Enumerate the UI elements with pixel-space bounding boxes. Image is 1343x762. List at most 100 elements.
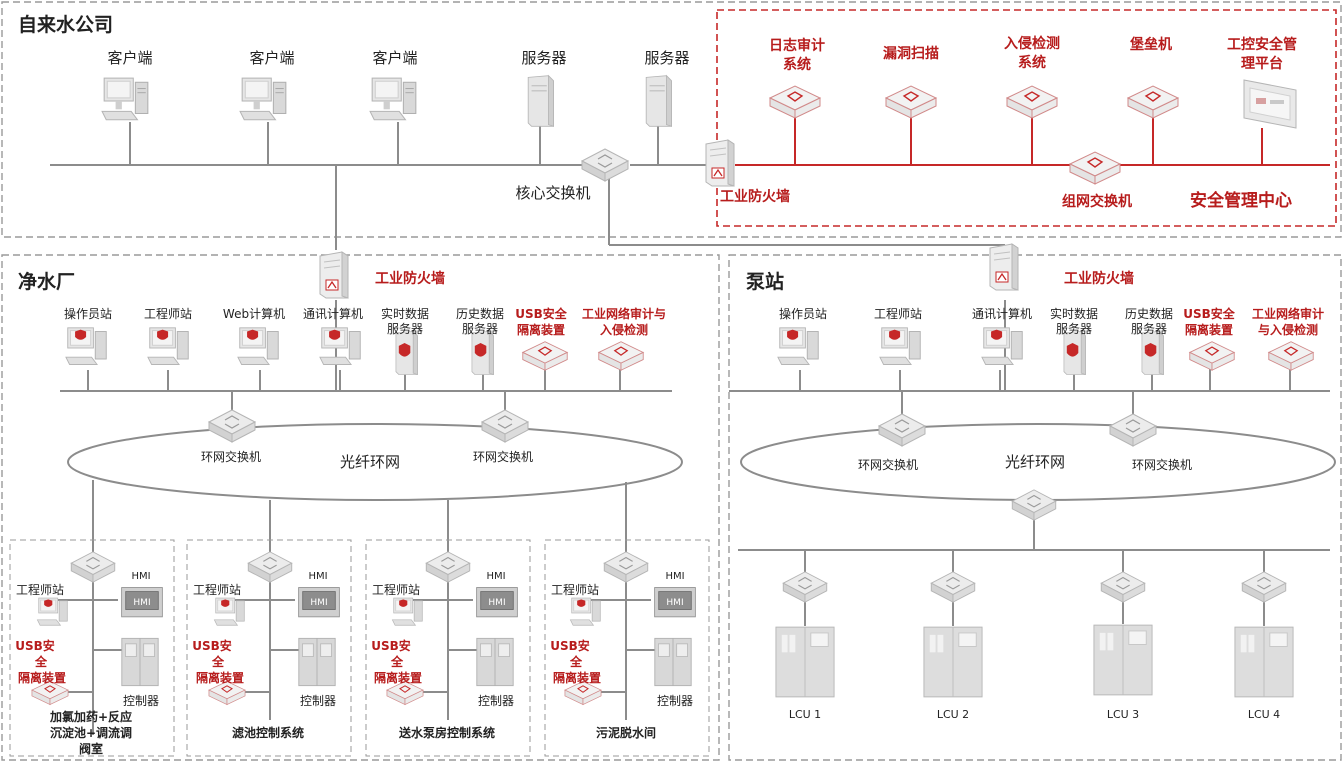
controller-cabinet-icon[interactable]: [121, 637, 159, 687]
security-center-title: 安全管理中心: [1190, 190, 1292, 211]
subsystem-eng-label: 工程师站: [551, 582, 599, 597]
pump-ring-switch-label-2: 环网交换机: [1132, 457, 1192, 472]
switch-icon[interactable]: [208, 409, 256, 443]
security-appliance-icon[interactable]: [1189, 341, 1235, 371]
switch-icon[interactable]: [782, 571, 828, 603]
subsystem-hmi-screen-text: HMI: [666, 598, 683, 608]
security-appliance-icon[interactable]: [1268, 341, 1314, 371]
server-icon[interactable]: [471, 331, 494, 375]
pump-usb-label-line1: USB安全: [1183, 306, 1236, 321]
company-firewall-label: 工业防火墙: [720, 188, 790, 205]
computer-icon[interactable]: [237, 327, 279, 365]
subsystem-usb-label-line3: 隔离装置: [553, 670, 601, 685]
security-appliance-icon[interactable]: [1006, 85, 1058, 119]
company-network-lines: [50, 122, 1006, 256]
pump-station-label-1: 操作员站: [779, 306, 827, 321]
plant-ring-switch-label-2: 环网交换机: [473, 449, 533, 464]
firewall-icon[interactable]: [705, 139, 735, 187]
subsystem-usb-label-line3: 隔离装置: [374, 670, 422, 685]
computer-icon[interactable]: [101, 77, 149, 121]
computer-icon[interactable]: [777, 327, 819, 365]
pump-station-label-5-line1: 历史数据: [1125, 306, 1173, 321]
subsystem-usb-label-line3: 隔离装置: [18, 670, 66, 685]
lcu-cabinet-icon[interactable]: [775, 626, 835, 698]
security-appliance-icon[interactable]: [598, 341, 644, 371]
server-icon[interactable]: [527, 75, 554, 127]
switch-icon[interactable]: [878, 413, 926, 447]
computer-icon[interactable]: [65, 327, 107, 365]
plant-station-label-6-line2: 服务器: [462, 321, 498, 336]
computer-icon[interactable]: [981, 327, 1023, 365]
core-switch-label: 核心交换机: [515, 184, 590, 202]
computer-icon[interactable]: [214, 597, 245, 626]
subsystem-name-line2: 沉淀池+调流调: [50, 725, 132, 740]
switch-icon[interactable]: [581, 148, 629, 182]
controller-cabinet-icon[interactable]: [654, 637, 692, 687]
subsystem-usb-label-line1: USB安: [15, 638, 55, 653]
switch-icon[interactable]: [247, 551, 293, 583]
security-appliance-icon[interactable]: [885, 85, 937, 119]
pump-zone-border: [728, 254, 1342, 761]
plant-network-lines: [60, 300, 672, 552]
server-label-2: 服务器: [644, 49, 689, 67]
plant-station-label-4: 通讯计算机: [303, 306, 363, 321]
subsystem-controller-label: 控制器: [657, 694, 693, 708]
switch-icon[interactable]: [1100, 571, 1146, 603]
plant-station-label-6-line1: 历史数据: [456, 306, 504, 321]
computer-icon[interactable]: [879, 327, 921, 365]
server-icon[interactable]: [1141, 331, 1164, 375]
security-appliance-icon[interactable]: [1127, 85, 1179, 119]
company-zone-title: 自来水公司: [18, 13, 113, 36]
switch-icon[interactable]: [1069, 151, 1121, 185]
switch-icon[interactable]: [1241, 571, 1287, 603]
pump-station-label-4-line2: 服务器: [1056, 321, 1092, 336]
subsystem-eng-label: 工程师站: [16, 582, 64, 597]
subsystem-usb-label-line2: 全: [211, 654, 225, 669]
switch-icon[interactable]: [1109, 413, 1157, 447]
switch-icon[interactable]: [930, 571, 976, 603]
subsystem-usb-label-line1: USB安: [192, 638, 232, 653]
computer-icon[interactable]: [392, 597, 423, 626]
subsystem-hmi-label: HMI: [308, 571, 327, 582]
switch-icon[interactable]: [425, 551, 471, 583]
computer-icon[interactable]: [319, 327, 361, 365]
server-icon[interactable]: [645, 75, 672, 127]
subsystem-usb-label-line1: USB安: [371, 638, 411, 653]
switch-icon[interactable]: [481, 409, 529, 443]
pump-station-label-3: 通讯计算机: [972, 306, 1032, 321]
computer-icon[interactable]: [570, 597, 601, 626]
switch-icon[interactable]: [1011, 489, 1057, 521]
client-label-1: 客户端: [107, 49, 152, 67]
management-platform-icon[interactable]: [1243, 79, 1297, 129]
subsystem-name-line3: 阀室: [79, 741, 103, 756]
firewall-icon[interactable]: [989, 243, 1019, 291]
subsystem-hmi-label: HMI: [131, 571, 150, 582]
subsystem-hmi-screen-text: HMI: [488, 598, 505, 608]
lcu-cabinet-icon[interactable]: [1234, 626, 1294, 698]
security-appliance-icon[interactable]: [522, 341, 568, 371]
subsystem-2: 工程师站 HMI HMI 控制器 USB安 全 隔离装置 滤池控制系统: [186, 539, 352, 757]
security-appliance-icon[interactable]: [769, 85, 821, 119]
switch-icon[interactable]: [603, 551, 649, 583]
lcu-label-4: LCU 4: [1248, 708, 1280, 721]
server-icon[interactable]: [395, 331, 418, 375]
lcu-cabinet-icon[interactable]: [923, 626, 983, 698]
computer-icon[interactable]: [37, 597, 68, 626]
computer-icon[interactable]: [147, 327, 189, 365]
plant-audit-label-line1: 工业网络审计与: [582, 306, 666, 321]
computer-icon[interactable]: [369, 77, 417, 121]
pump-station-label-2: 工程师站: [874, 306, 922, 321]
firewall-icon[interactable]: [319, 251, 349, 299]
controller-cabinet-icon[interactable]: [476, 637, 514, 687]
network-switch-label: 组网交换机: [1062, 193, 1132, 210]
computer-icon[interactable]: [239, 77, 287, 121]
plant-ring-label: 光纤环网: [340, 453, 400, 471]
platform-label-line2: 理平台: [1241, 55, 1283, 72]
plant-audit-label-line2: 入侵检测: [600, 322, 648, 337]
lcu-cabinet-icon[interactable]: [1093, 624, 1153, 696]
vuln-scan-label: 漏洞扫描: [883, 45, 939, 62]
plant-usb-label-line1: USB安全: [515, 306, 568, 321]
switch-icon[interactable]: [70, 551, 116, 583]
server-icon[interactable]: [1063, 331, 1086, 375]
controller-cabinet-icon[interactable]: [298, 637, 336, 687]
